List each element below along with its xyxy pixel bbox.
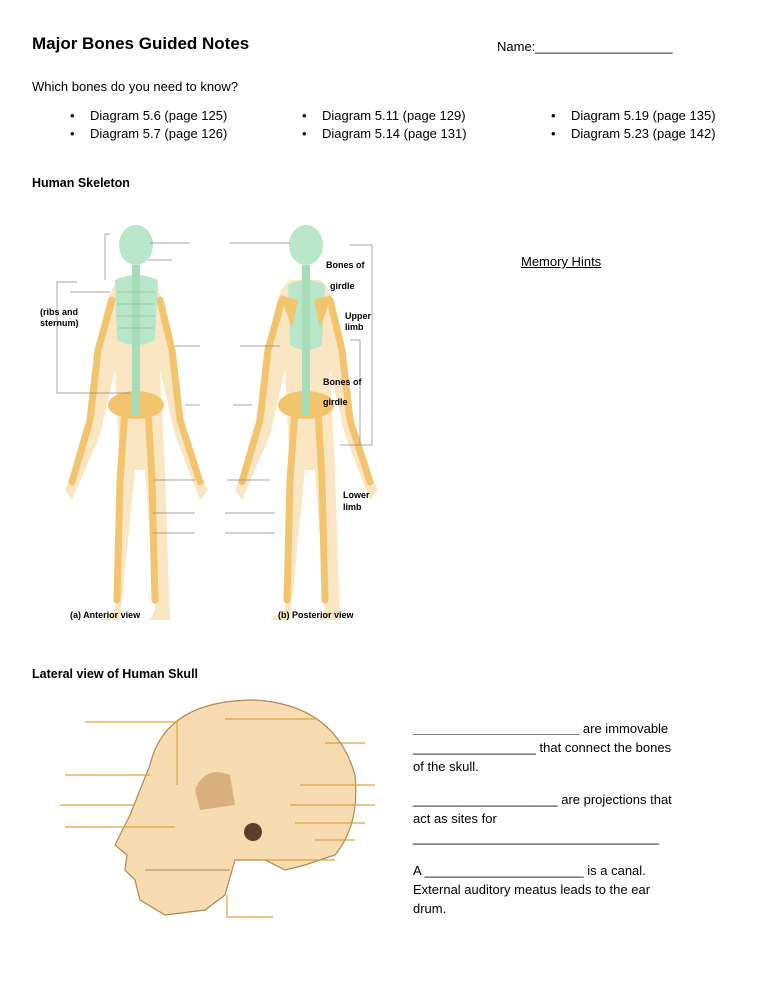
diagram-list-1: Diagram 5.6 (page 125) Diagram 5.7 (page… [70, 107, 227, 143]
label-lines [56, 233, 373, 534]
blank[interactable]: _________________ [413, 740, 536, 755]
note-processes: ____________________ are projections tha… [413, 792, 672, 845]
list-item: Diagram 5.11 (page 129) [302, 107, 467, 125]
skull-diagram [60, 699, 375, 918]
label-sternum: sternum) [40, 318, 79, 328]
page-title: Major Bones Guided Notes [32, 34, 250, 53]
diagram-list-3: Diagram 5.19 (page 135) Diagram 5.23 (pa… [551, 107, 716, 143]
caption-anterior: (a) Anterior view [70, 610, 141, 620]
note-meatus: A ______________________ is a canal. Ext… [413, 863, 651, 916]
label-girdle-1: girdle [330, 281, 355, 291]
label-ribs: (ribs and [40, 307, 78, 317]
name-field[interactable]: Name:___________________ [497, 39, 673, 54]
list-item: Diagram 5.23 (page 142) [551, 125, 716, 143]
blank[interactable]: ______________________ [424, 863, 584, 878]
caption-posterior: (b) Posterior view [278, 610, 355, 620]
blank[interactable]: _______________________ [413, 721, 580, 736]
question-text: Which bones do you need to know? [32, 79, 238, 94]
label-bones-of-girdle-2: Bones of [323, 377, 363, 387]
skull-notes: _______________________ are immovable __… [413, 719, 673, 932]
label-lower-limb: limb [343, 502, 362, 512]
list-item: Diagram 5.6 (page 125) [70, 107, 227, 125]
section-heading-skeleton: Human Skeleton [32, 176, 130, 190]
blank[interactable]: ____________________ [413, 792, 558, 807]
skeleton-diagram: (ribs and sternum) Bones of girdle Upper… [40, 225, 378, 620]
skull-label-lines [60, 718, 375, 918]
list-item: Diagram 5.14 (page 131) [302, 125, 467, 143]
note-sutures: _______________________ are immovable __… [413, 721, 672, 774]
label-bones-of-girdle-1: Bones of [326, 260, 366, 270]
diagram-list-2: Diagram 5.11 (page 129) Diagram 5.14 (pa… [302, 107, 467, 143]
anterior-skeleton [65, 225, 208, 620]
label-girdle-2: girdle [323, 397, 348, 407]
section-heading-skull: Lateral view of Human Skull [32, 667, 199, 681]
list-item: Diagram 5.19 (page 135) [551, 107, 716, 125]
memory-hints-heading: Memory Hints [521, 254, 602, 269]
label-upper: Upper [345, 311, 372, 321]
blank[interactable]: __________________________________ [413, 830, 659, 845]
list-item: Diagram 5.7 (page 126) [70, 125, 227, 143]
label-lower: Lower [343, 490, 370, 500]
posterior-skeleton [235, 225, 378, 620]
label-upper-limb: limb [345, 322, 364, 332]
